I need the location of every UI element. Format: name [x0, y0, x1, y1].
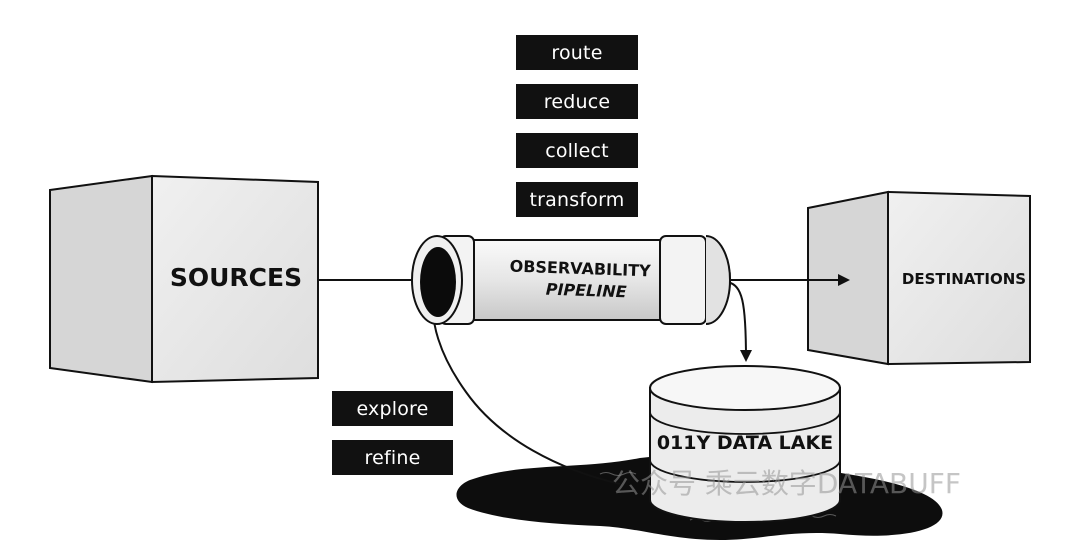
watermark-text: 公众号 乘云数字DATABUFF — [612, 467, 961, 500]
pipeline-to-lake-arrow — [727, 281, 752, 362]
sources-label: SOURCES — [170, 263, 302, 292]
pipeline-label-line1: OBSERVABILITY — [509, 257, 651, 281]
explore-tag: explore — [332, 391, 453, 426]
sources-cube: SOURCES — [49, 174, 319, 384]
route-tag: route — [516, 35, 638, 70]
data-lake-cylinder: 011Y DATA LAKE — [649, 365, 841, 523]
transform-tag: transform — [516, 182, 638, 217]
pipeline-label-line2: PIPELINE — [545, 280, 626, 302]
destinations-cube: DESTINATIONS — [807, 190, 1031, 366]
collect-tag: collect — [516, 133, 638, 168]
reduce-tag: reduce — [516, 84, 638, 119]
observability-pipeline: OBSERVABILITY PIPELINE — [411, 235, 731, 325]
refine-tag: refine — [332, 440, 453, 475]
data-lake-label: 011Y DATA LAKE — [657, 432, 833, 454]
destinations-label: DESTINATIONS — [902, 270, 1026, 288]
